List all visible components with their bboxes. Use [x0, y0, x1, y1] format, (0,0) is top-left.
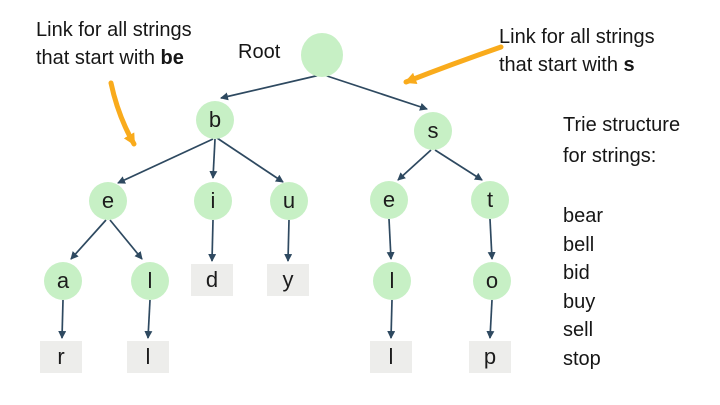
annotation-be: Link for all strings that start with be — [36, 16, 192, 72]
edge-l-l — [144, 299, 153, 339]
annotation-be-line1: Link for all strings — [36, 19, 192, 41]
trie-node-a: a — [44, 262, 82, 300]
trie-node-u: u — [270, 182, 308, 220]
edge-root-b — [220, 74, 321, 101]
word-item: buy — [563, 290, 596, 313]
trie-node-b: b — [196, 101, 234, 139]
annotation-s: Link for all strings that start with s — [499, 23, 655, 79]
edge-l2-l — [387, 299, 396, 339]
trie-leaf-l4: l — [370, 341, 412, 373]
trie-node-e1: e — [89, 182, 127, 220]
callout-arrow-s — [403, 44, 504, 85]
word-item: sell — [563, 319, 594, 342]
side-panel-word-list: bear bell bid buy sell stop — [563, 202, 603, 374]
edge-root-s — [323, 74, 428, 111]
edge-s-e — [397, 149, 432, 181]
edge-u-y — [284, 219, 293, 262]
trie-leaf-r: r — [40, 341, 82, 373]
side-panel-title-line2: for strings: — [563, 145, 657, 167]
word-item: bear — [563, 205, 604, 227]
word-item: bell — [563, 233, 595, 256]
side-panel-title: Trie structure for strings: — [563, 110, 680, 172]
annotation-s-line1: Link for all strings — [499, 26, 655, 48]
trie-node-i: i — [194, 182, 232, 220]
edge-i-d — [208, 219, 217, 262]
trie-leaf-y: y — [267, 264, 309, 296]
edge-b-u — [216, 137, 284, 183]
trie-node-root — [301, 33, 343, 77]
callout-arrow-be — [108, 80, 137, 147]
trie-leaf-l3: l — [127, 341, 169, 373]
trie-node-e2: e — [370, 181, 408, 219]
edge-t-o — [487, 218, 496, 260]
word-item: stop — [563, 347, 601, 370]
trie-node-l2: l — [373, 262, 411, 300]
trie-node-t: t — [471, 181, 509, 219]
root-label: Root — [238, 41, 281, 63]
edge-b-i — [209, 138, 218, 179]
edge-e-l — [109, 219, 143, 260]
edge-b-e — [117, 138, 214, 184]
trie-leaf-p: p — [469, 341, 511, 373]
trie-node-l1: l — [131, 262, 169, 300]
edge-e2-l — [386, 218, 395, 260]
edge-o-p — [486, 299, 495, 339]
edge-s-t — [434, 149, 483, 181]
edge-a-r — [58, 299, 67, 339]
annotation-s-line2: that start with s — [499, 54, 635, 76]
edge-e-a — [70, 219, 107, 260]
trie-node-s: s — [414, 112, 452, 150]
trie-leaf-d: d — [191, 264, 233, 296]
side-panel-title-line1: Trie structure — [563, 114, 681, 136]
trie-node-o: o — [473, 262, 511, 300]
annotation-be-line2: that start with be — [36, 47, 184, 69]
word-item: bid — [563, 262, 590, 285]
